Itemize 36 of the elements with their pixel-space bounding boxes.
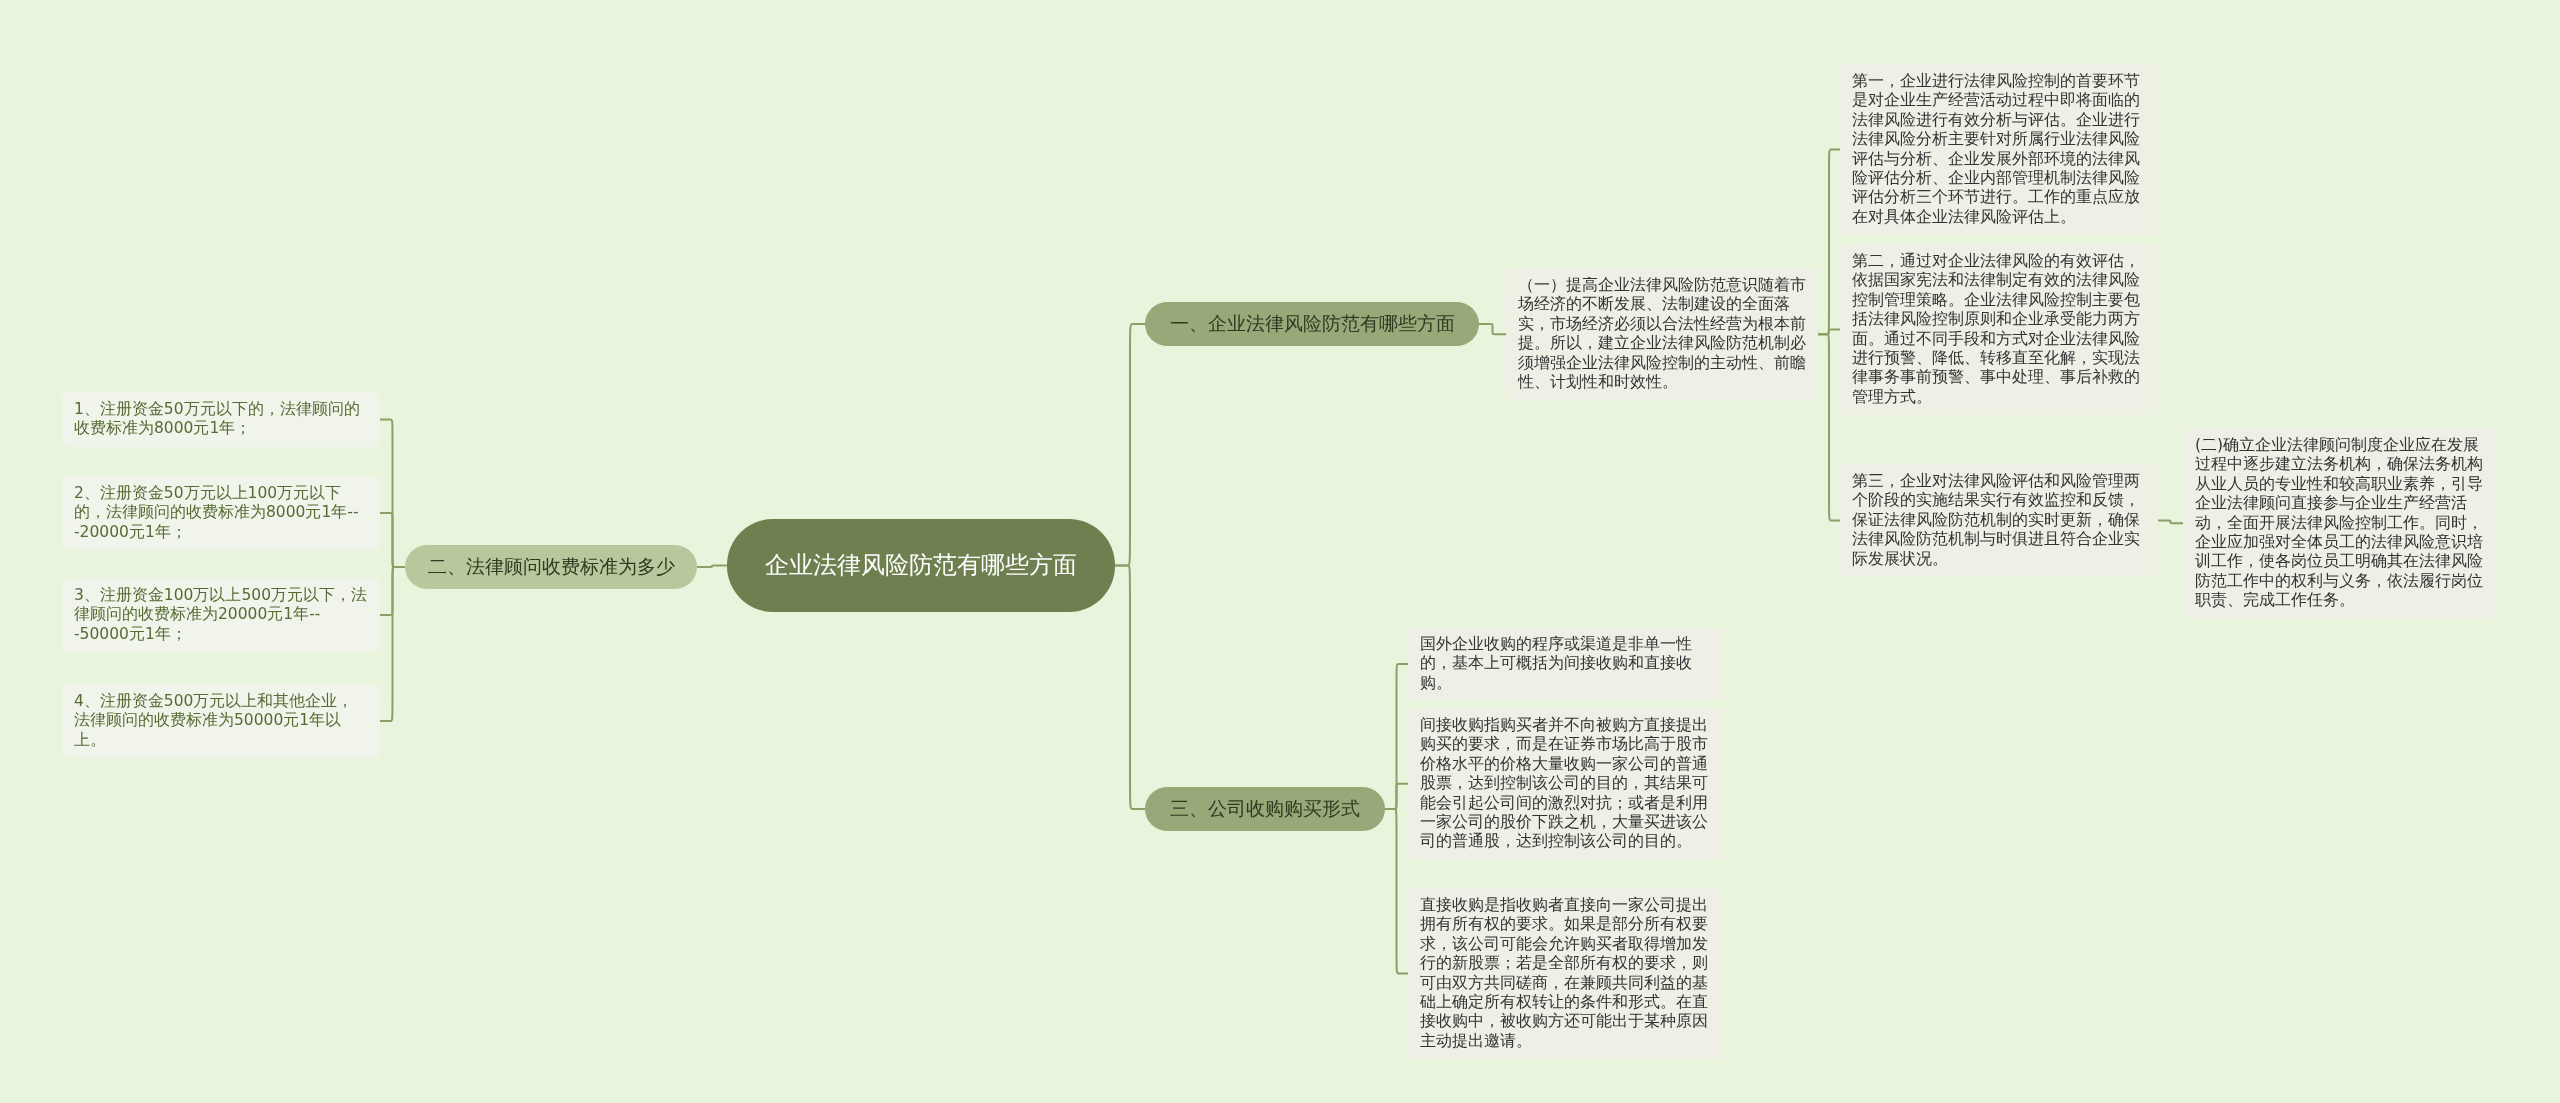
connector-line — [1478, 323, 1507, 336]
text-card — [2183, 428, 2497, 619]
connector-line — [696, 564, 728, 568]
topic-text: 1、注册资金50万元以下的，法律顾问的收费标准为8000元1年； — [74, 400, 361, 439]
text-card — [1506, 268, 1818, 401]
text-card — [1840, 464, 2158, 577]
topic-text: 三、公司收购购买形式 — [1169, 796, 1361, 821]
text-card — [1408, 708, 1724, 860]
text-card — [1408, 627, 1724, 702]
topic-text: (二)确立企业法律顾问制度企业应在发展过程中逐步建立法务机构，确保法务机构从业人员的专业性和较高职业素养，引导企业法律顾问直接参与企业生产经营活动，全面开展法律风险控制工作。同时，企业应加强对全体员工的法律风险意识培训工作，使各岗位员工明确其在法律风险防范工作中的权利与义务，依法履行岗位职责、完成工作任务。 — [2195, 436, 2484, 611]
topic-text: 2、注册资金50万元以上100万元以下的，法律顾问的收费标准为8000元1年---20000元1年； — [74, 484, 360, 543]
text-card — [1840, 64, 2158, 235]
text-card — [62, 476, 380, 551]
branch-topic — [1145, 787, 1385, 831]
topic-text: 二、法律顾问收费标准为多少 — [427, 554, 675, 579]
topic-text: 国外企业收购的程序或渠道是非单一性的，基本上可概括为间接收购和直接收购。 — [1420, 635, 1693, 694]
topic-text: 第二，通过对企业法律风险的有效评估，依据国家宪法和法律制定有效的法律风险控制管理策略。企业法律风险控制主要包括法律风险控制原则和企业承受能力两方面。通过不同手段和方式对企业法律风险进行预警、降低、转移直至化解，实现法律事务事前预警、事中处理、事后补救的管理方式。 — [1852, 252, 2141, 407]
branch-topic — [405, 545, 697, 589]
topic-text: 直接收购是指收购者直接向一家公司提出拥有所有权的要求。如果是部分所有权要求，该公司可能会允许购买者取得增加发行的新股票；若是全部所有权的要求，则可由双方共同磋商，在兼顾共同利益的基础上确定所有权转让的条件和形式。在直接收购中，被收购方还可能出于某种原因主动提出邀请。 — [1420, 896, 1709, 1051]
topic-text: 企业法律风险防范有哪些方面 — [765, 549, 1077, 581]
text-card — [62, 578, 380, 653]
topic-text: 一、企业法律风险防范有哪些方面 — [1168, 311, 1456, 336]
topic-text: 3、注册资金100万以上500万元以下，法律顾问的收费标准为20000元1年---50000元1年； — [74, 586, 368, 645]
text-card — [1840, 244, 2158, 415]
text-card — [62, 392, 380, 447]
topic-text: （一）提高企业法律风险防范意识随着市场经济的不断发展、法制建设的全面落实，市场经济必须以合法性经营为根本前提。所以，建立企业法律风险防范机制必须增强企业法律风险控制的主动性、前瞻性、计划性和时效性。 — [1518, 276, 1806, 393]
topic-text: 第三，企业对法律风险评估和风险管理两个阶段的实施结果实行有效监控和反馈，保证法律风险防范机制的实时更新，确保法律风险防范机制与时俱进且符合企业实际发展状况。 — [1852, 472, 2141, 569]
branch-topic — [1145, 302, 1479, 346]
text-card — [1408, 888, 1724, 1059]
connector-line — [1114, 564, 1146, 810]
topic-text: 4、注册资金500万元以上和其他企业，法律顾问的收费标准为50000元1年以上。 — [74, 692, 355, 751]
text-card — [62, 684, 380, 759]
connector-line — [379, 566, 406, 723]
topic-text: 间接收购指购买者并不向被购方直接提出购买的要求，而是在证券市场比高于股市价格水平的价格大量收购一家公司的普通股票，达到控制该公司的目的，其结果可能会引起公司间的激烈对抗；或者是利用一家公司的股价下跌之机，大量买进该公司的普通股，达到控制该公司的目的。 — [1420, 716, 1709, 852]
topic-text: 第一，企业进行法律风险控制的首要环节是对企业生产经营活动过程中即将面临的法律风险进行有效分析与评估。企业进行法律风险分析主要针对所属行业法律风险评估与分析、企业发展外部环境的法律风险评估分析、企业内部管理机制法律风险评估分析三个环节进行。工作的重点应放在对具体企业法律风险评估上。 — [1852, 72, 2141, 227]
connector-line — [2157, 519, 2184, 525]
